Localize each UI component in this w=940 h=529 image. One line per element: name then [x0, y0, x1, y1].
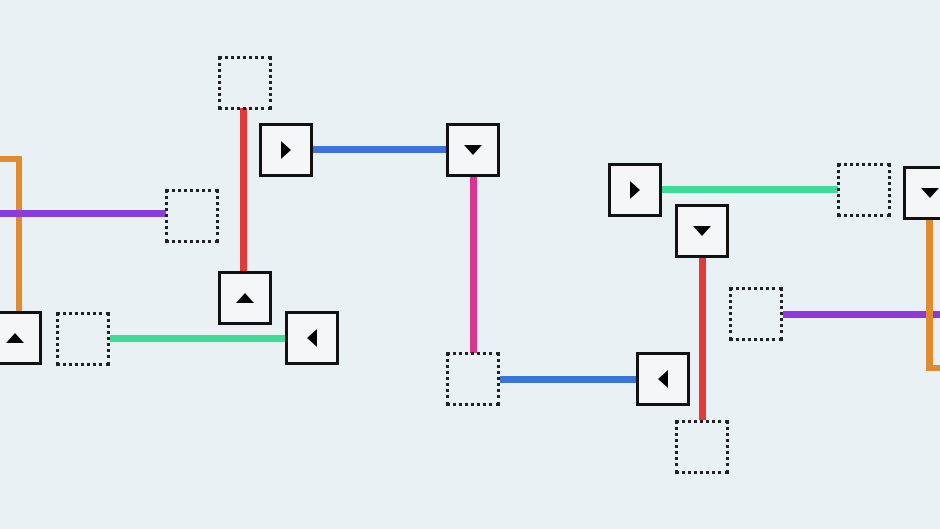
arrow-tile[interactable]	[675, 204, 729, 258]
target-slot	[165, 189, 219, 243]
green-wire-right	[662, 186, 838, 193]
orange-wire-right	[926, 365, 940, 371]
purple-wire-right	[783, 311, 940, 318]
blue-wire-top	[312, 146, 448, 153]
target-slot	[675, 420, 729, 474]
arrow-tile[interactable]	[0, 311, 42, 365]
triangle-down-icon	[693, 226, 711, 236]
arrow-tile[interactable]	[608, 163, 662, 217]
target-slot	[56, 312, 110, 366]
triangle-down-icon	[921, 188, 939, 198]
triangle-right-icon	[281, 141, 291, 159]
orange-wire-left-vertical	[16, 156, 22, 316]
target-slot	[218, 56, 272, 110]
target-slot	[446, 352, 500, 406]
arrow-tile[interactable]	[446, 123, 500, 177]
orange-wire-right-vertical	[926, 217, 933, 371]
purple-wire-left	[0, 210, 166, 217]
target-slot	[729, 287, 783, 341]
arrow-tile[interactable]	[285, 311, 339, 365]
triangle-up-icon	[6, 333, 24, 343]
magenta-wire	[470, 176, 477, 353]
arrow-tile[interactable]	[903, 166, 940, 220]
triangle-left-icon	[307, 329, 317, 347]
blue-wire-bottom	[500, 376, 637, 383]
target-slot	[837, 163, 891, 217]
arrow-tile[interactable]	[259, 123, 313, 177]
triangle-left-icon	[658, 370, 668, 388]
green-wire-left	[110, 335, 286, 342]
triangle-up-icon	[236, 293, 254, 303]
arrow-tile[interactable]	[218, 271, 272, 325]
orange-wire-left	[0, 156, 22, 162]
triangle-right-icon	[630, 181, 640, 199]
red-wire-left	[240, 108, 247, 273]
arrow-tile[interactable]	[636, 352, 690, 406]
triangle-down-icon	[464, 145, 482, 155]
red-wire-right	[699, 257, 706, 420]
